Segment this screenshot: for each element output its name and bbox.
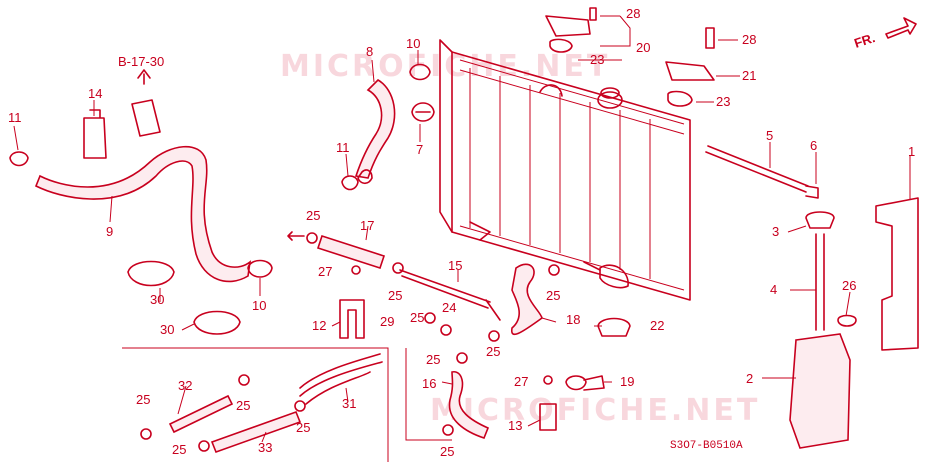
reference-label: B-17-30 — [118, 54, 164, 69]
label-28-top: 28 — [626, 6, 640, 21]
label-18: 18 — [566, 312, 580, 327]
label-30-a: 30 — [150, 292, 164, 307]
label-2: 2 — [746, 371, 753, 386]
label-10-top: 10 — [406, 36, 420, 51]
label-31: 31 — [342, 396, 356, 411]
tank-bracket — [875, 197, 919, 351]
label-27-a: 27 — [318, 264, 332, 279]
label-33: 33 — [258, 440, 272, 455]
label-24: 24 — [442, 300, 456, 315]
front-label: FR. — [852, 30, 877, 51]
label-23-top: 23 — [590, 52, 604, 67]
label-19: 19 — [620, 374, 634, 389]
lower-hose — [34, 145, 252, 283]
clamps — [140, 232, 560, 452]
part-labels: 1 2 3 4 5 6 7 8 9 10 10 11 11 12 13 14 1… — [8, 6, 915, 459]
label-29: 29 — [380, 314, 394, 329]
label-14: 14 — [88, 86, 102, 101]
overflow-pipe — [705, 145, 809, 193]
hose-17 — [316, 234, 386, 270]
label-21: 21 — [742, 68, 756, 83]
hose-32 — [168, 394, 234, 434]
label-20: 20 — [636, 40, 650, 55]
label-9: 9 — [106, 224, 113, 239]
up-arrow-icon — [137, 69, 151, 85]
label-15: 15 — [448, 258, 462, 273]
upper-hose — [354, 78, 396, 179]
label-25-b: 25 — [388, 288, 402, 303]
label-5: 5 — [766, 128, 773, 143]
label-23-right: 23 — [716, 94, 730, 109]
label-25-a: 25 — [306, 208, 320, 223]
label-25-j: 25 — [296, 420, 310, 435]
label-30-b: 30 — [160, 322, 174, 337]
label-11-right: 11 — [336, 140, 350, 155]
label-25-k: 25 — [410, 310, 424, 325]
label-25-e: 25 — [426, 352, 440, 367]
leader-lines — [13, 15, 911, 443]
radiator — [439, 39, 691, 301]
hose-18 — [511, 263, 543, 336]
label-28-right: 28 — [742, 32, 756, 47]
label-13: 13 — [508, 418, 522, 433]
label-25-g: 25 — [136, 392, 150, 407]
label-32: 32 — [178, 378, 192, 393]
watermark-top: MICROFICHE.NET — [280, 49, 610, 84]
reserve-tank — [789, 333, 851, 449]
hose-33 — [210, 410, 302, 454]
label-10-left: 10 — [252, 298, 266, 313]
label-27-b: 27 — [514, 374, 528, 389]
diagram-code: S3O7-B0510A — [670, 440, 743, 452]
label-11-left: 11 — [8, 110, 22, 125]
label-25-i: 25 — [236, 398, 250, 413]
label-26: 26 — [842, 278, 856, 293]
label-6: 6 — [810, 138, 817, 153]
label-4: 4 — [770, 282, 777, 297]
label-25-f: 25 — [440, 444, 454, 459]
label-25-h: 25 — [172, 442, 186, 457]
label-8: 8 — [366, 44, 373, 59]
label-16: 16 — [422, 376, 436, 391]
label-22: 22 — [650, 318, 664, 333]
label-3: 3 — [772, 224, 779, 239]
inset-frame — [122, 347, 452, 462]
label-12: 12 — [312, 318, 326, 333]
label-25-c: 25 — [546, 288, 560, 303]
front-arrow-icon — [885, 17, 917, 39]
watermark-bottom: MICROFICHE.NET — [430, 393, 760, 428]
label-25-d: 25 — [486, 344, 500, 359]
label-17: 17 — [360, 218, 374, 233]
hose-16 — [448, 371, 490, 439]
label-1: 1 — [908, 144, 915, 159]
label-7: 7 — [416, 142, 423, 157]
